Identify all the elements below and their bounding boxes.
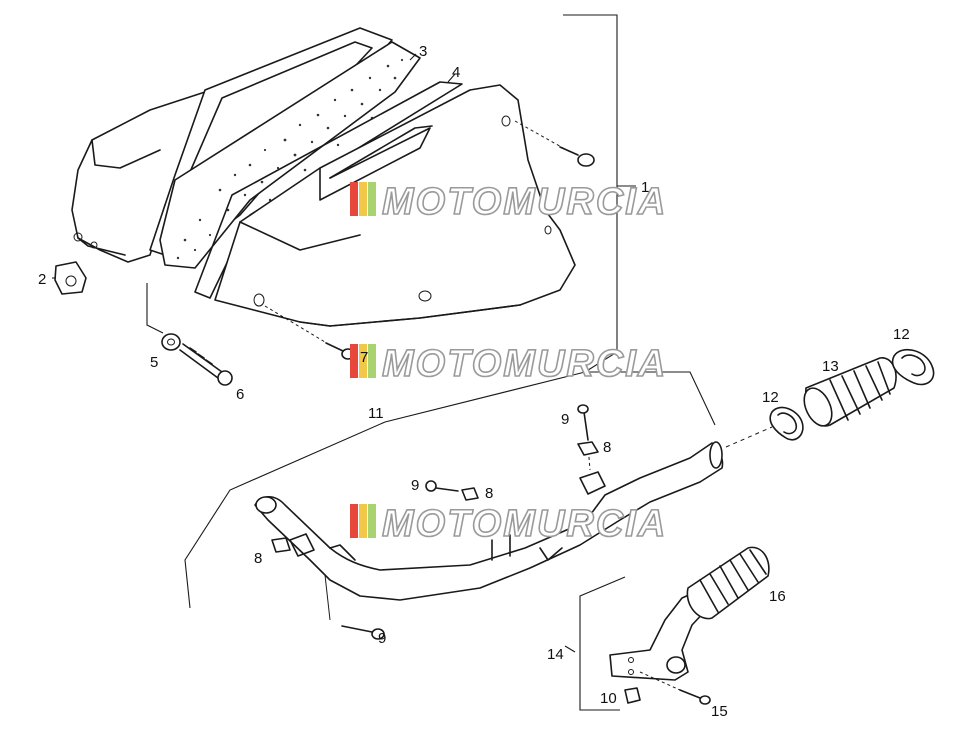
intake-tube	[254, 441, 724, 601]
callout-11: 11	[368, 405, 384, 422]
callout-12-left: 12	[762, 389, 779, 406]
callout-5: 5	[150, 354, 158, 371]
tube-screw-top	[577, 404, 591, 471]
callout-9-bottom: 9	[378, 630, 386, 647]
callout-6: 6	[236, 386, 244, 403]
callout-8-middle: 8	[485, 485, 493, 502]
callout-leaders	[52, 53, 576, 653]
callout-7: 7	[360, 349, 368, 366]
callout-9-middle: 9	[411, 477, 419, 494]
watermark-top: MOTOMURCIA	[350, 180, 667, 224]
long-bolt	[179, 343, 233, 386]
cover-screw	[514, 120, 595, 167]
rubber-bellows	[686, 546, 770, 620]
washer	[161, 333, 181, 351]
bracket-screw	[639, 671, 711, 705]
callout-10: 10	[600, 690, 617, 707]
callout-2: 2	[38, 271, 46, 288]
callout-link-11	[184, 371, 716, 609]
svg-text:MOTOMURCIA: MOTOMURCIA	[382, 181, 667, 223]
callout-15: 15	[711, 703, 728, 720]
hose-clamp-right	[891, 348, 935, 386]
tube-plate-left	[271, 537, 291, 553]
callout-numbers: 1 2 3 4 5 6 7 8 8 8 9 9 9 10 11 12 12 13…	[38, 43, 910, 720]
callout-9-top: 9	[561, 411, 569, 428]
seal-ring	[194, 81, 463, 299]
svg-text:MOTOMURCIA: MOTOMURCIA	[382, 343, 667, 385]
filter-cover	[214, 84, 576, 327]
rubber-sleeve	[803, 357, 897, 427]
bracket-assembly-1	[563, 14, 636, 373]
callout-14: 14	[547, 646, 564, 663]
tube-plate-top	[577, 441, 599, 456]
watermark-middle: MOTOMURCIA	[350, 342, 667, 386]
callout-link-5	[146, 283, 164, 334]
callout-8-left: 8	[254, 550, 262, 567]
callout-1: 1	[641, 179, 649, 196]
callout-link-14	[579, 576, 626, 711]
axis-line	[725, 426, 773, 448]
watermark-bottom: MOTOMURCIA	[350, 502, 667, 546]
small-nut	[624, 687, 641, 704]
callout-8-top: 8	[603, 439, 611, 456]
clip-part	[54, 261, 87, 295]
callout-13: 13	[822, 358, 839, 375]
callout-4: 4	[452, 64, 460, 81]
air-filter-housing	[71, 91, 216, 263]
tube-screw-bottom	[324, 574, 385, 640]
callout-12-right: 12	[893, 326, 910, 343]
svg-text:MOTOMURCIA: MOTOMURCIA	[382, 503, 667, 545]
callout-3: 3	[419, 43, 427, 60]
hose-clamp-left	[769, 406, 804, 441]
callout-16: 16	[769, 588, 786, 605]
tube-screw-mid	[425, 480, 479, 501]
